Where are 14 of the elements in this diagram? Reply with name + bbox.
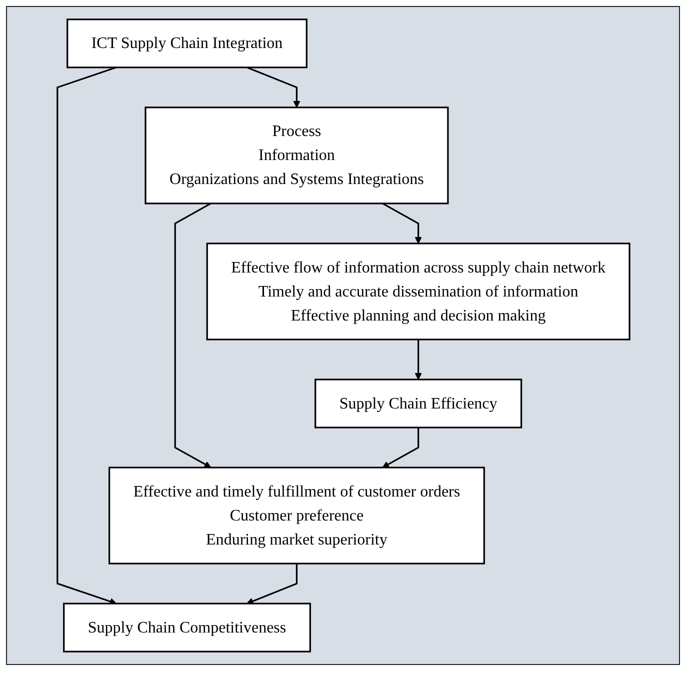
arrow <box>382 202 422 244</box>
arrow <box>56 66 116 605</box>
diagram-background: ICT Supply Chain Integration Process Information Organizations and Systems Integrations Effective flow of information across supply chain network Timely and accurate dissemination of information Effective planning and decision making Supply Chain Efficiency Effective and timely fulfillment of customer orders Customer preference Enduring market superiority Supply Chain Competitiveness <box>6 6 680 665</box>
node-box <box>108 466 484 564</box>
node-box <box>144 106 448 204</box>
node-box <box>314 378 522 428</box>
arrow <box>174 202 211 468</box>
node-box <box>66 18 307 68</box>
arrow <box>246 564 298 604</box>
arrow <box>382 428 419 468</box>
arrow <box>246 66 300 108</box>
node-box <box>206 242 630 340</box>
arrow <box>414 340 422 380</box>
node-box <box>62 602 310 652</box>
